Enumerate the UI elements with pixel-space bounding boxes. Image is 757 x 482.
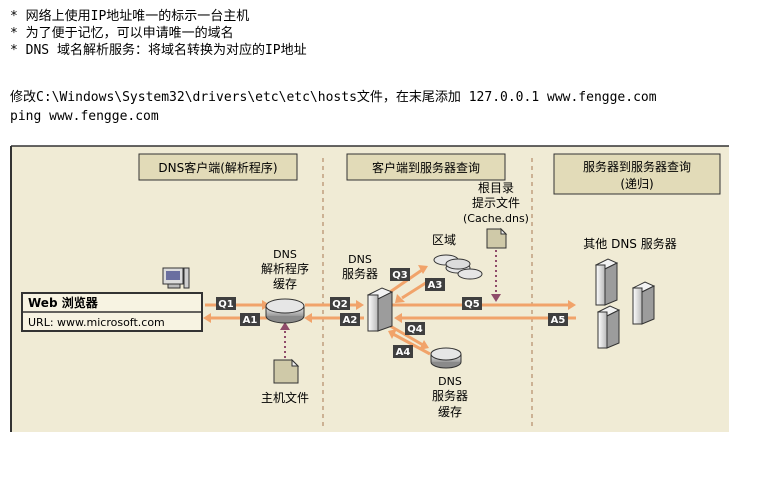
label-q5: Q5: [464, 299, 480, 310]
resolver-cache-label-1: DNS: [273, 248, 297, 261]
label-q3: Q3: [392, 270, 408, 281]
roothints-to-q5-arrowhead: [491, 294, 501, 302]
computer-icon: [162, 267, 190, 289]
hosts-instruction: 修改C:\Windows\System32\drivers\etc\etc\ho…: [10, 90, 657, 105]
header-client: [138, 153, 298, 181]
resolver-cache-label-2: 解析程序: [261, 261, 309, 276]
hosts-to-cache-arrowhead: [280, 322, 290, 330]
label-a3: A3: [428, 280, 443, 291]
root-hints-file-icon: [486, 227, 508, 249]
hosts-file-icon: [273, 358, 300, 384]
commands: 修改C:\Windows\System32\drivers\etc\etc\ho…: [10, 88, 657, 126]
server-cache-label-2: 服务器: [432, 388, 468, 403]
dns-server-label-2: 服务器: [342, 266, 378, 281]
resolver-cache-label-3: 缓存: [273, 277, 297, 291]
header-client-server-label: 客户端到服务器查询: [372, 160, 480, 175]
root-hints-label-2: 提示文件: [472, 195, 520, 210]
browser-url: URL: www.microsoft.com: [28, 316, 165, 329]
hosts-file-label: 主机文件: [261, 390, 309, 405]
ping-command: ping www.fengge.com: [10, 109, 159, 124]
resolver-cache-disk-icon: [265, 298, 305, 324]
other-servers-icon: [594, 258, 656, 349]
notes: * 网络上使用IP地址唯一的标示一台主机 * 为了便于记忆，可以申请唯一的域名 …: [10, 8, 307, 59]
header-server-server-label: 服务器到服务器查询: [583, 159, 691, 174]
header-client-label: DNS客户端(解析程序): [158, 160, 277, 175]
dns-server-icon: [366, 287, 394, 332]
arrow-labels: Q1 A1 Q2 A2 Q3 A3 Q4 A4 Q5 A5: [216, 268, 568, 358]
label-q1: Q1: [218, 299, 234, 310]
header-server-server: [553, 153, 721, 195]
label-q4: Q4: [407, 324, 423, 335]
arrows: [203, 265, 576, 356]
label-a4: A4: [396, 347, 411, 358]
zone-disks-icon: [433, 254, 483, 280]
server-cache-label-3: 缓存: [438, 405, 462, 419]
note-line: * DNS 域名解析服务：将域名转换为对应的IP地址: [10, 43, 307, 58]
root-hints-label-3: (Cache.dns): [463, 212, 529, 225]
header-client-server: [346, 153, 506, 181]
label-a5: A5: [551, 315, 566, 326]
other-servers-label: 其他 DNS 服务器: [583, 236, 676, 251]
browser-title: Web 浏览器: [28, 295, 99, 310]
dns-resolution-diagram: DNS客户端(解析程序) 客户端到服务器查询 服务器到服务器查询 (递归): [10, 145, 729, 432]
label-q2: Q2: [332, 299, 348, 310]
note-line: * 为了便于记忆，可以申请唯一的域名: [10, 26, 234, 41]
label-a1: A1: [243, 315, 258, 326]
header-recursive-label: (递归): [620, 177, 653, 191]
server-cache-disk-icon: [430, 347, 462, 369]
server-cache-label-1: DNS: [438, 375, 462, 388]
dns-server-label-1: DNS: [348, 253, 372, 266]
note-line: * 网络上使用IP地址唯一的标示一台主机: [10, 9, 250, 24]
root-hints-label-1: 根目录: [478, 181, 514, 195]
zone-label: 区域: [432, 233, 456, 247]
label-a2: A2: [343, 315, 358, 326]
